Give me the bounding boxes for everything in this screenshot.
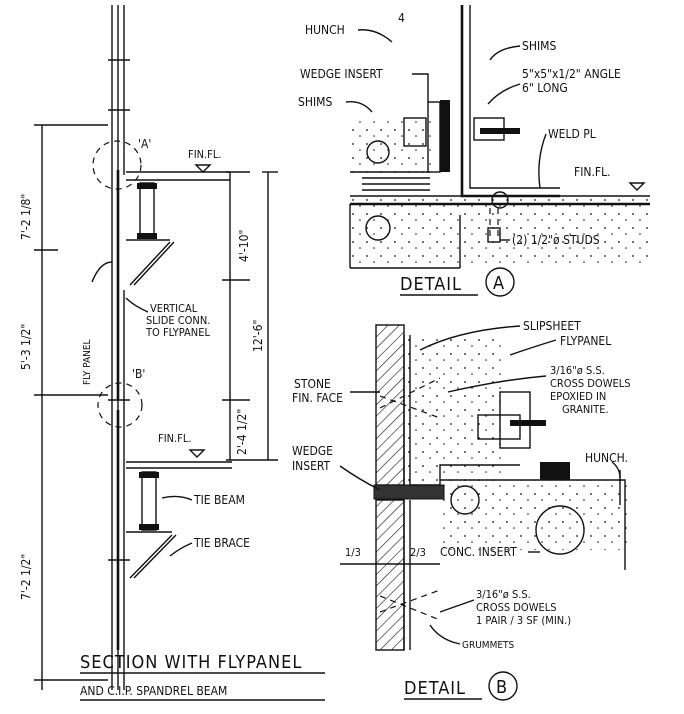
detail-b-title: DETAIL xyxy=(404,678,466,699)
conc-insert-label: CONC. INSERT xyxy=(440,545,517,559)
wedge-insert-block xyxy=(373,484,445,500)
wedge-label-line1: WEDGE xyxy=(292,444,333,458)
detail-a-letter: A xyxy=(493,273,505,294)
dim-overall: 12'-6" xyxy=(251,320,265,352)
detail-a-callout xyxy=(92,140,142,190)
section-title-line1: SECTION WITH FLYPANEL xyxy=(80,652,302,673)
dim-beam: 4'-10" xyxy=(237,230,251,262)
section-drawing: 'A' 'B' 7'-2 1/8" 5'-3 1/2" 7'-2 1/2" FL… xyxy=(19,5,325,701)
fin-fl-bottom: FIN.FL. xyxy=(158,432,192,445)
dim-top: 7'-2 1/8" xyxy=(19,194,33,240)
detail-a-title: DETAIL xyxy=(400,274,462,295)
frac-right: 2/3 xyxy=(410,546,426,559)
stone-face-lower xyxy=(375,499,405,651)
grummets-label: GRUMMETS xyxy=(462,640,515,651)
wedge-insert-label: WEDGE INSERT xyxy=(300,67,383,81)
stone-label-line1: STONE xyxy=(294,377,331,391)
stone-face-upper xyxy=(375,324,405,486)
tie-brace-label: TIE BRACE xyxy=(193,536,250,550)
vertical-slide-label: VERTICAL SLIDE CONN. TO FLYPANEL xyxy=(145,302,214,339)
frac-left: 1/3 xyxy=(345,546,361,559)
tie-beam xyxy=(141,471,157,531)
shims-top-label: SHIMS xyxy=(522,39,556,53)
detail-b-letter: B xyxy=(496,677,508,698)
detail-a-drawing: HUNCH 4 SHIMS WEDGE INSERT 5"x5"x1/2" AN… xyxy=(298,5,650,297)
dim-lower: 2'-4 1/2" xyxy=(235,409,249,455)
fin-fl-top: FIN.FL. xyxy=(188,148,222,161)
detail-b-drawing: SLIPSHEET FLYPANEL STONE FIN. FACE 3/16"… xyxy=(292,319,634,701)
studs-label: (2) 1/2"ø STUDS xyxy=(512,233,600,247)
slipsheet-label: SLIPSHEET xyxy=(523,319,581,333)
flypanel-label: FLYPANEL xyxy=(560,334,611,348)
dim-bottom: 7'-2 1/2" xyxy=(19,554,33,600)
dowels-bottom-label: 3/16"ø S.S. CROSS DOWELS 1 PAIR / 3 SF (… xyxy=(476,588,571,627)
weld-pl-label: WELD PL xyxy=(548,127,596,141)
angle-line2: 6" LONG xyxy=(522,81,568,95)
fin-fl-label: FIN.FL. xyxy=(574,165,611,179)
hunch-b-label: HUNCH. xyxy=(585,451,628,465)
fly-panel-label: FLY PANEL xyxy=(82,339,93,385)
tie-brace xyxy=(133,534,177,579)
marker-a: 'A' xyxy=(138,137,151,151)
hunch-number: 4 xyxy=(398,11,405,25)
dim-mid: 5'-3 1/2" xyxy=(19,324,33,370)
upper-beam xyxy=(139,182,155,239)
tie-beam-label: TIE BEAM xyxy=(193,493,245,507)
hunch-label: HUNCH xyxy=(305,23,345,37)
angle-line1: 5"x5"x1/2" ANGLE xyxy=(522,67,621,81)
section-title-line2: AND C.I.P. SPANDREL BEAM xyxy=(80,684,227,698)
wedge-label-line2: INSERT xyxy=(292,459,331,473)
stone-label-line2: FIN. FACE xyxy=(292,391,343,405)
dowels-top-label: 3/16"ø S.S. CROSS DOWELS EPOXIED IN GRAN… xyxy=(550,364,634,416)
marker-b: 'B' xyxy=(132,367,145,381)
conc-insert-circle xyxy=(535,505,585,555)
detail-b-callout xyxy=(97,382,143,428)
shims-left-label: SHIMS xyxy=(298,95,332,109)
